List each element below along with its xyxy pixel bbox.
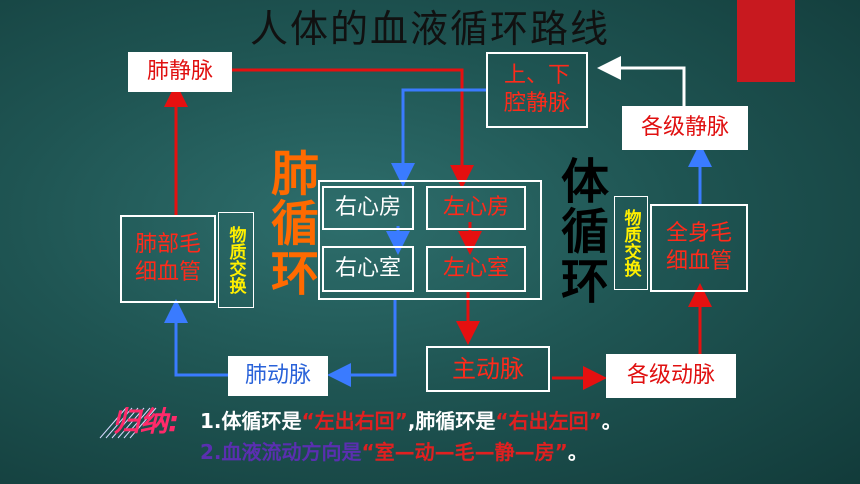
vena-cava-label-line1: 上、下 [503,63,570,88]
right-ventricle-label: 右心室 [334,256,401,281]
aorta-label: 主动脉 [452,355,524,383]
page-title: 人体的血液循环路线 [249,7,610,51]
note1-quote1: “左出右回” [301,409,408,433]
note1-quote2: “右出左回” [495,409,602,433]
left-ventricle-label: 左心室 [442,256,509,281]
exchange-left-label: 物质交换 [225,226,246,294]
left-ventricle-box: 左心室 [426,246,526,292]
vena-cava-box: 上、下 腔静脉 [486,52,588,128]
arrow-pulmonary-vein-to-left-atrium [232,68,474,189]
right-atrium-label: 右心房 [334,195,401,220]
pulmonary-circulation-label: 肺循环 [262,148,318,298]
all-arteries-box: 各级动脉 [606,354,736,398]
arrow-right-ventricle-to-pulmonary-artery [327,300,397,387]
all-veins-label: 各级静脉 [640,115,729,140]
arrow-veins-to-vena-cava [597,56,686,106]
note1-mid: ,肺循环是 [407,409,496,433]
right-atrium-box: 右心房 [322,186,414,230]
summary-line-1: 1.体循环是“左出右回”,肺循环是“右出左回”。 [200,405,622,434]
lung-cap-label-line1: 肺部毛 [134,232,201,257]
note1-prefix: 1.体循环是 [200,409,302,433]
heart-outline [318,180,542,300]
arrow-vena-cava-to-right-atrium [391,88,486,187]
systemic-circulation-label: 体循环 [552,156,608,306]
pulmonary-vein-box: 肺静脉 [128,52,232,92]
badge-stripes-icon [99,407,157,439]
all-arteries-label: 各级动脉 [626,363,715,388]
note2-prefix: 2.血液流动方向是 [200,440,362,464]
pulmonary-artery-box: 肺动脉 [228,356,328,396]
body-capillaries-box: 全身毛 细血管 [650,204,748,292]
right-ventricle-box: 右心室 [322,246,414,292]
left-atrium-box: 左心房 [426,186,526,230]
body-cap-label-line2: 细血管 [665,249,732,274]
exchange-right-label: 物质交换 [620,209,641,277]
vena-cava-label-line2: 腔静脉 [503,91,570,116]
note2-end: 。 [567,440,588,464]
aorta-box: 主动脉 [426,346,550,392]
note2-quote: “室—动—毛—静—房” [361,440,568,464]
exchange-left-box: 物质交换 [218,212,254,308]
summary-line-2: 2.血液流动方向是“室—动—毛—静—房”。 [200,436,588,465]
left-atrium-label: 左心房 [442,195,509,220]
pulmonary-artery-label: 肺动脉 [244,363,311,388]
summary-badge-label: 归纳: [112,405,180,438]
body-cap-label-line1: 全身毛 [665,221,732,246]
pulmonary-vein-label: 肺静脉 [146,59,213,84]
decorative-red-block [737,0,795,82]
summary-badge: 归纳: [96,398,188,442]
note1-end: 。 [601,409,622,433]
all-veins-box: 各级静脉 [622,106,748,150]
lung-capillaries-box: 肺部毛 细血管 [120,215,216,303]
arrow-pulmonary-artery-to-lung-cap [164,299,228,377]
exchange-right-box: 物质交换 [614,196,648,290]
lung-cap-label-line2: 细血管 [134,260,201,285]
